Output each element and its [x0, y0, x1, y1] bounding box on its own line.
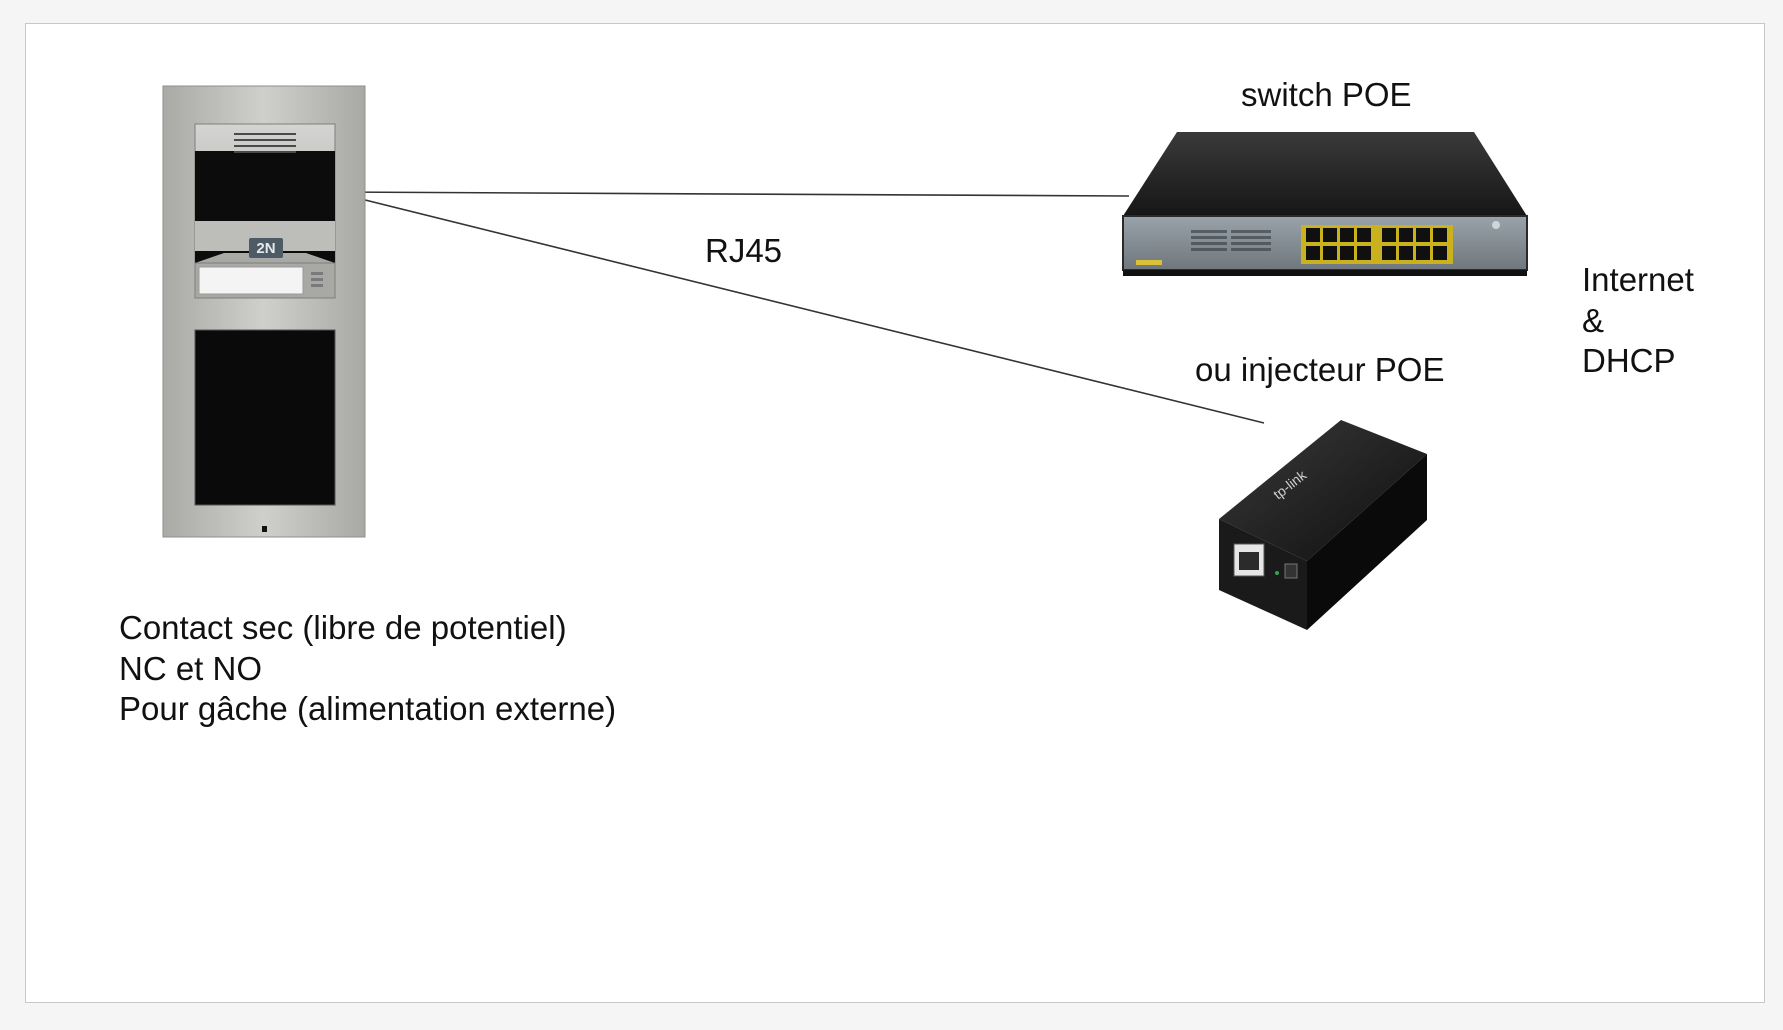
- poe-injector-device: tp-link: [1219, 420, 1427, 630]
- rj45-cable-to-injector: [332, 191, 1265, 424]
- intercom-card-reader: [194, 329, 336, 506]
- dry-contact-note: Contact sec (libre de potentiel) NC et N…: [119, 608, 616, 730]
- intercom-device: 2N: [162, 85, 366, 538]
- diagram-canvas: 2N: [25, 23, 1765, 1003]
- contact-line-2: NC et NO: [119, 649, 263, 687]
- intercom-name-button: [198, 266, 304, 295]
- ampersand-line: &: [1582, 301, 1605, 339]
- contact-line-3: Pour gâche (alimentation externe): [119, 690, 617, 727]
- rj45-cable-to-switch: [332, 191, 1130, 197]
- injector-poe-label: ou injecteur POE: [1195, 351, 1445, 388]
- internet-line: Internet: [1582, 261, 1694, 298]
- intercom-logo-badge: [249, 238, 283, 258]
- internet-dhcp-note: Internet & DHCP: [1582, 260, 1694, 382]
- network-diagram-drawing: 2N: [162, 85, 1528, 630]
- poe-switch-device: [1122, 132, 1528, 276]
- intercom-logo-text: 2N: [256, 240, 275, 257]
- switch-poe-label: switch POE: [1241, 76, 1412, 113]
- contact-line-1: Contact sec (libre de potentiel): [119, 609, 567, 646]
- rj45-label: RJ45: [705, 232, 783, 269]
- dhcp-line: DHCP: [1582, 342, 1676, 379]
